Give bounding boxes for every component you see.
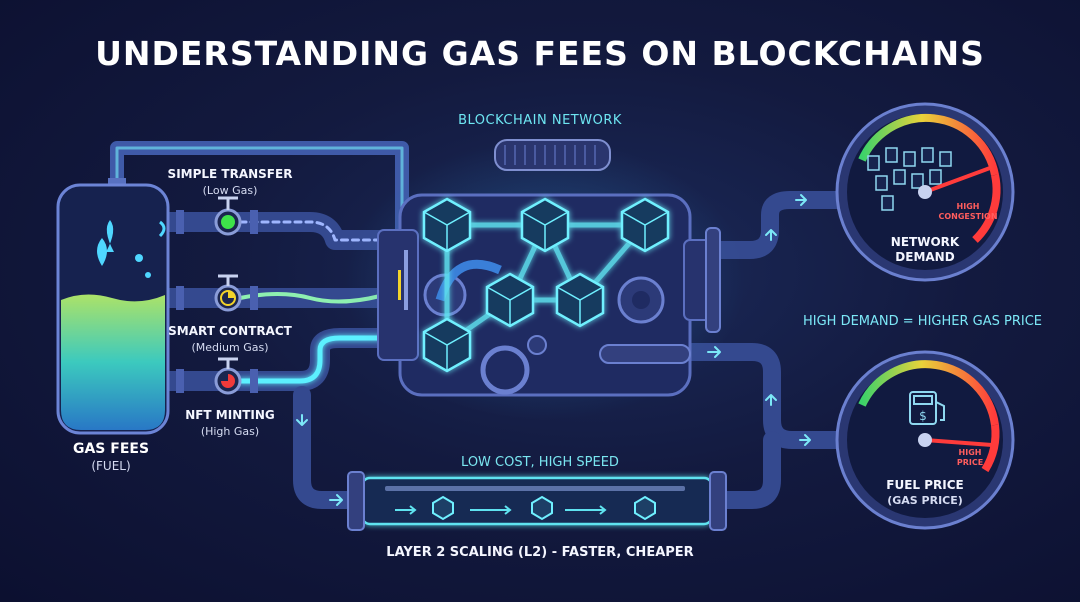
layer2-label: LAYER 2 SCALING (L2) - FASTER, CHEAPER <box>365 545 715 560</box>
block-cube <box>433 497 453 519</box>
price-mark-line2: PRICE <box>957 458 983 467</box>
fuel-tank-label: GAS FEES (FUEL) <box>56 441 166 473</box>
fuel-tank <box>58 178 168 433</box>
block-cube <box>635 497 655 519</box>
engine <box>345 140 745 420</box>
block-cube <box>487 274 533 326</box>
price-gauge-label: FUEL PRICE (GAS PRICE) <box>865 478 985 507</box>
demand-label-line1: NETWORK <box>891 235 959 249</box>
block-cube <box>522 199 568 251</box>
transaction-gas-level: (Low Gas) <box>150 184 310 197</box>
demand-gauge-marker: HIGH CONGESTION <box>938 202 998 222</box>
layer2-tube <box>348 472 726 530</box>
page-title: UNDERSTANDING GAS FEES ON BLOCKCHAINS <box>0 34 1080 73</box>
demand-mark-line2: CONGESTION <box>938 212 997 221</box>
transaction-name: NFT MINTING <box>185 408 275 422</box>
block-cube <box>424 319 470 371</box>
relation-text: HIGH DEMAND = HIGHER GAS PRICE <box>795 314 1050 329</box>
block-cube <box>424 199 470 251</box>
price-label-title: FUEL PRICE <box>886 478 963 492</box>
transaction-label-nft: NFT MINTING (High Gas) <box>150 404 310 438</box>
network-label: BLOCKCHAIN NETWORK <box>455 113 625 128</box>
price-label-subtitle: (GAS PRICE) <box>865 494 985 507</box>
demand-gauge-label: NETWORK DEMAND <box>865 235 985 265</box>
block-cube <box>532 497 552 519</box>
layer2-tagline: LOW COST, HIGH SPEED <box>440 455 640 470</box>
transaction-label-contract: SMART CONTRACT (Medium Gas) <box>150 320 310 354</box>
transaction-gas-level: (Medium Gas) <box>150 341 310 354</box>
fuel-tank-title: GAS FEES <box>73 441 149 457</box>
transaction-label-simple: SIMPLE TRANSFER (Low Gas) <box>150 163 310 197</box>
dollar-icon: $ <box>919 409 927 423</box>
price-mark-line1: HIGH <box>959 448 982 457</box>
price-gauge-marker: HIGH PRICE <box>945 448 995 468</box>
block-cube <box>557 274 603 326</box>
fuel-tank-subtitle: (FUEL) <box>56 459 166 473</box>
transaction-name: SMART CONTRACT <box>168 324 292 338</box>
demand-mark-line1: HIGH <box>957 202 980 211</box>
transaction-name: SIMPLE TRANSFER <box>168 167 293 181</box>
block-cube <box>622 199 668 251</box>
transaction-gas-level: (High Gas) <box>150 425 310 438</box>
demand-label-line2: DEMAND <box>895 250 954 264</box>
